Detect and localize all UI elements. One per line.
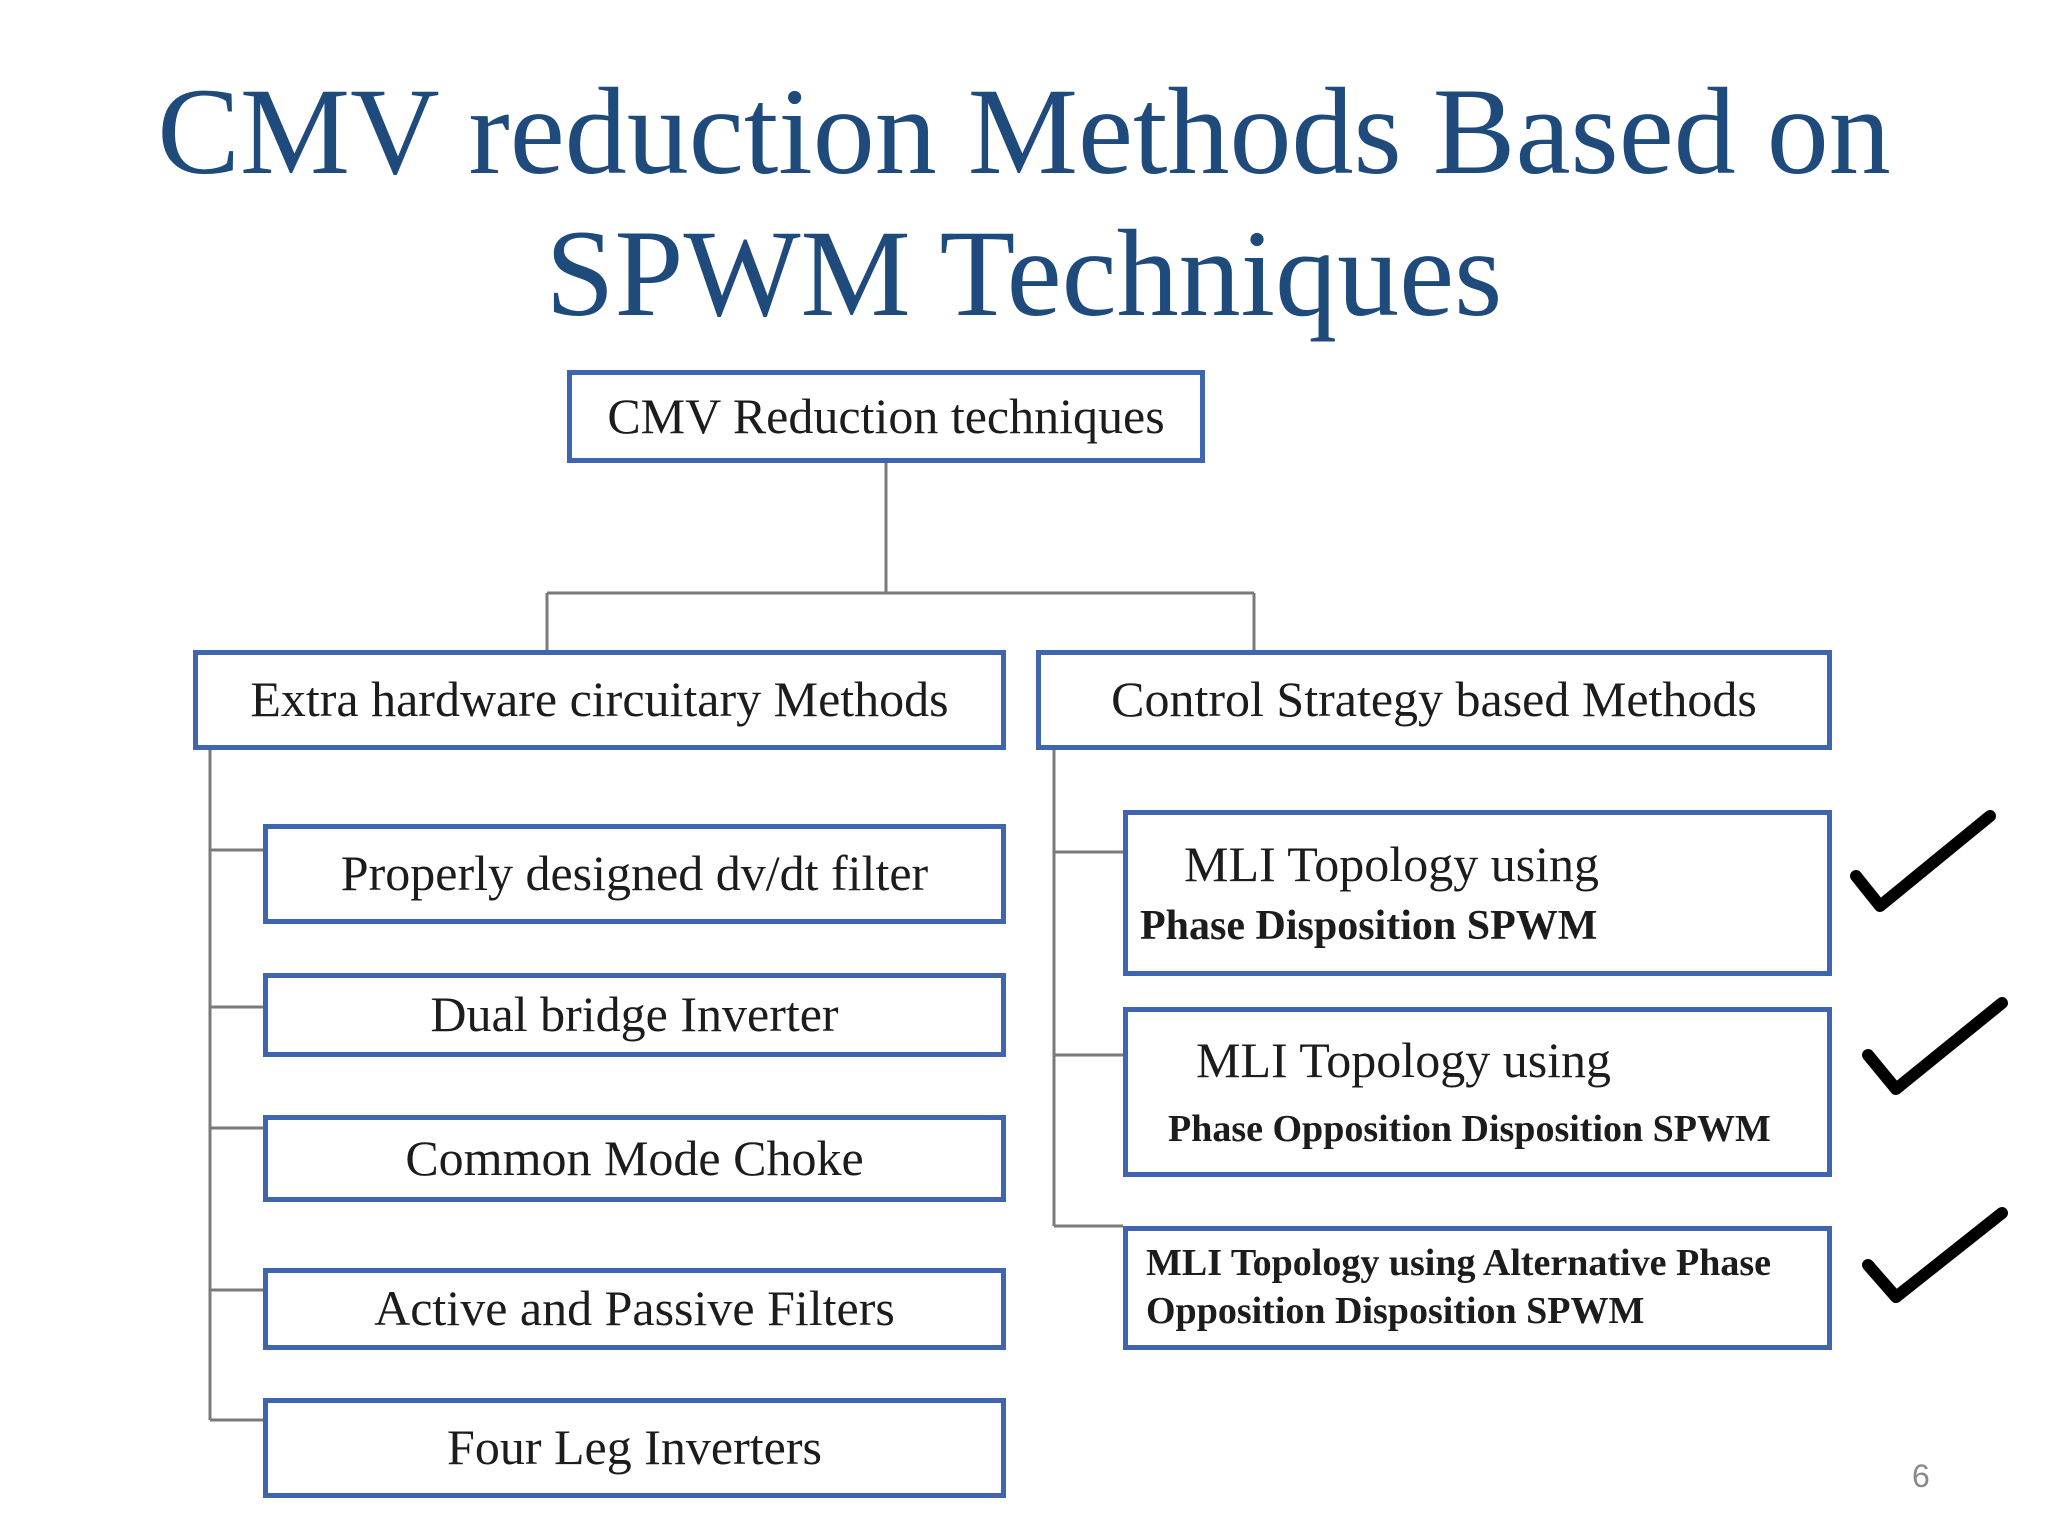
checkmark-icon (1862, 997, 2008, 1095)
right-item-line2: Phase Disposition SPWM (1140, 902, 1598, 949)
left-item-4: Active and Passive Filters (263, 1268, 1006, 1350)
left-item-label: Four Leg Inverters (447, 1419, 822, 1476)
left-item-3: Common Mode Choke (263, 1115, 1006, 1202)
left-item-label: Common Mode Choke (405, 1129, 864, 1186)
left-item-5: Four Leg Inverters (263, 1398, 1006, 1498)
left-item-label: Properly designed dv/dt filter (340, 845, 929, 902)
slide-title-line1: CMV reduction Methods Based on (157, 63, 1891, 200)
right-item-2: MLI Topology using Phase Opposition Disp… (1123, 1007, 1832, 1177)
left-item-label: Active and Passive Filters (374, 1280, 895, 1337)
right-item-line1: MLI Topology using (1196, 1032, 1612, 1089)
right-item-line1: MLI Topology using Alternative Phase (1146, 1242, 1771, 1285)
right-item-1: MLI Topology using Phase Disposition SPW… (1123, 810, 1832, 976)
right-item-line1: MLI Topology using (1184, 836, 1600, 893)
page-number: 6 (1912, 1458, 1930, 1494)
root-node-label: CMV Reduction techniques (607, 387, 1165, 444)
checkmark-icon (1862, 1207, 2008, 1303)
right-item-3: MLI Topology using Alternative Phase Opp… (1123, 1226, 1832, 1350)
left-item-2: Dual bridge Inverter (263, 973, 1006, 1057)
checkmark-icon (1850, 810, 1996, 912)
left-item-label: Dual bridge Inverter (430, 986, 839, 1043)
right-item-line2: Opposition Disposition SPWM (1146, 1290, 1645, 1332)
slide-title-line2: SPWM Techniques (545, 205, 1503, 342)
left-branch-label: Extra hardware circuitary Methods (250, 671, 949, 728)
left-item-1: Properly designed dv/dt filter (263, 824, 1006, 924)
right-item-line2: Phase Opposition Disposition SPWM (1168, 1107, 1771, 1150)
right-branch-label: Control Strategy based Methods (1111, 671, 1757, 728)
left-branch-node: Extra hardware circuitary Methods (193, 650, 1006, 750)
root-node: CMV Reduction techniques (567, 370, 1205, 463)
right-branch-node: Control Strategy based Methods (1036, 650, 1832, 750)
